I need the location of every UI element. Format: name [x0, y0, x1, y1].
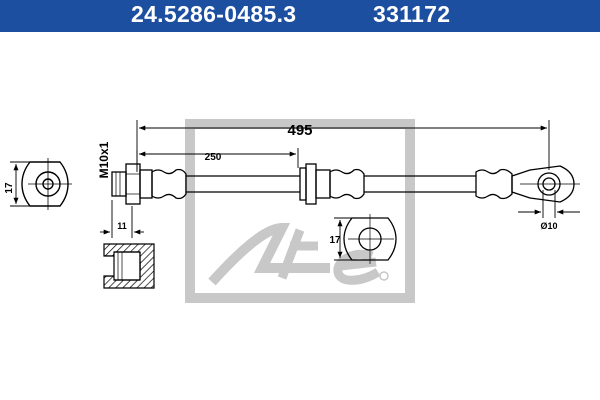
left-height-label: 17 — [4, 182, 15, 194]
total-length-label: 495 — [287, 122, 312, 139]
hose-assembly — [111, 163, 580, 205]
part-number: 24.5286-0485.3 — [131, 1, 297, 27]
eye-diameter-label: Ø10 — [540, 221, 557, 231]
left-crimp-sleeve — [151, 168, 187, 200]
fitting-width-dimension — [100, 200, 144, 238]
left-thread-fitting — [111, 171, 127, 197]
ate-watermark-logo — [185, 119, 415, 303]
left-end-view — [21, 158, 72, 210]
fitting-width-label: 11 — [117, 221, 127, 231]
reference-number: 331172 — [373, 1, 451, 27]
partial-length-dimension — [136, 148, 299, 172]
right-height-dimension — [334, 217, 352, 261]
right-height-label: 17 — [329, 235, 341, 246]
partial-length-label: 250 — [205, 152, 222, 163]
left-height-dimension — [10, 161, 30, 207]
middle-crimp-sleeve — [329, 168, 365, 200]
right-crimp-sleeve — [475, 168, 513, 200]
left-hex-nut — [125, 163, 141, 205]
port-section-detail — [103, 243, 155, 289]
middle-bracket — [299, 167, 307, 201]
title-bar: 24.5286-0485.3 331172 — [0, 0, 600, 32]
eye-diameter-dimension — [518, 190, 580, 218]
thread-label: M10x1 — [97, 141, 111, 178]
right-eye-end-view — [343, 214, 397, 264]
